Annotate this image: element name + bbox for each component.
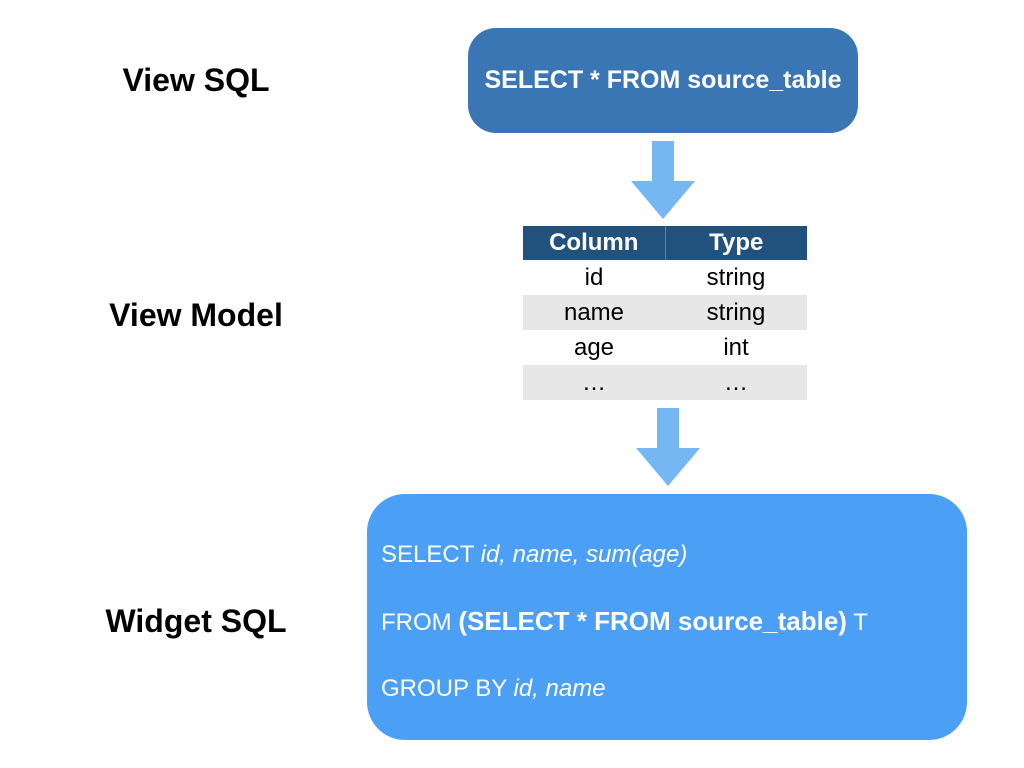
view-sql-label: View SQL [122, 62, 270, 98]
down-arrow-icon [636, 408, 700, 486]
table-cell: … [523, 365, 665, 400]
widget-sql-line: SELECT id, name, sum(age) [381, 540, 947, 570]
view-sql-box: SELECT * FROM source_table [468, 28, 858, 133]
table-header-row: Column Type [523, 226, 807, 260]
widget-sql-line: FROM (SELECT * FROM source_table) T [381, 606, 947, 638]
table-row: …… [523, 365, 807, 400]
table-cell: int [723, 333, 749, 361]
view-sql-statement: SELECT * FROM source_table [484, 66, 842, 94]
sql-segment-regular: SELECT [381, 541, 481, 568]
table-cell: … [665, 365, 807, 400]
table-cell: string [665, 295, 807, 330]
sql-segment-regular: GROUP BY [381, 675, 514, 702]
table-cell: age [573, 333, 615, 361]
view-model-label: View Model [109, 297, 283, 333]
widget-sql-box: SELECT id, name, sum(age) FROM (SELECT * … [367, 494, 967, 740]
down-arrow-icon [631, 141, 695, 219]
table-header-column: Column [523, 226, 666, 260]
table-row: id string [523, 260, 807, 295]
table-cell: id [584, 263, 604, 291]
sql-segment-italic: id, name [513, 675, 606, 702]
table-header-type: Type [665, 226, 807, 260]
widget-sql-line: GROUP BY id, name [381, 674, 947, 704]
table-row: age int [523, 330, 807, 365]
table-cell: string [706, 263, 766, 291]
sql-segment-regular: T [846, 609, 868, 636]
sql-segment-regular: FROM [381, 609, 459, 636]
sql-segment-bold: (SELECT * FROM source_table) [458, 606, 847, 636]
sql-segment-italic: id, name, sum(age) [480, 541, 688, 568]
widget-sql-label: Widget SQL [105, 603, 287, 639]
table-cell: name [523, 295, 665, 330]
